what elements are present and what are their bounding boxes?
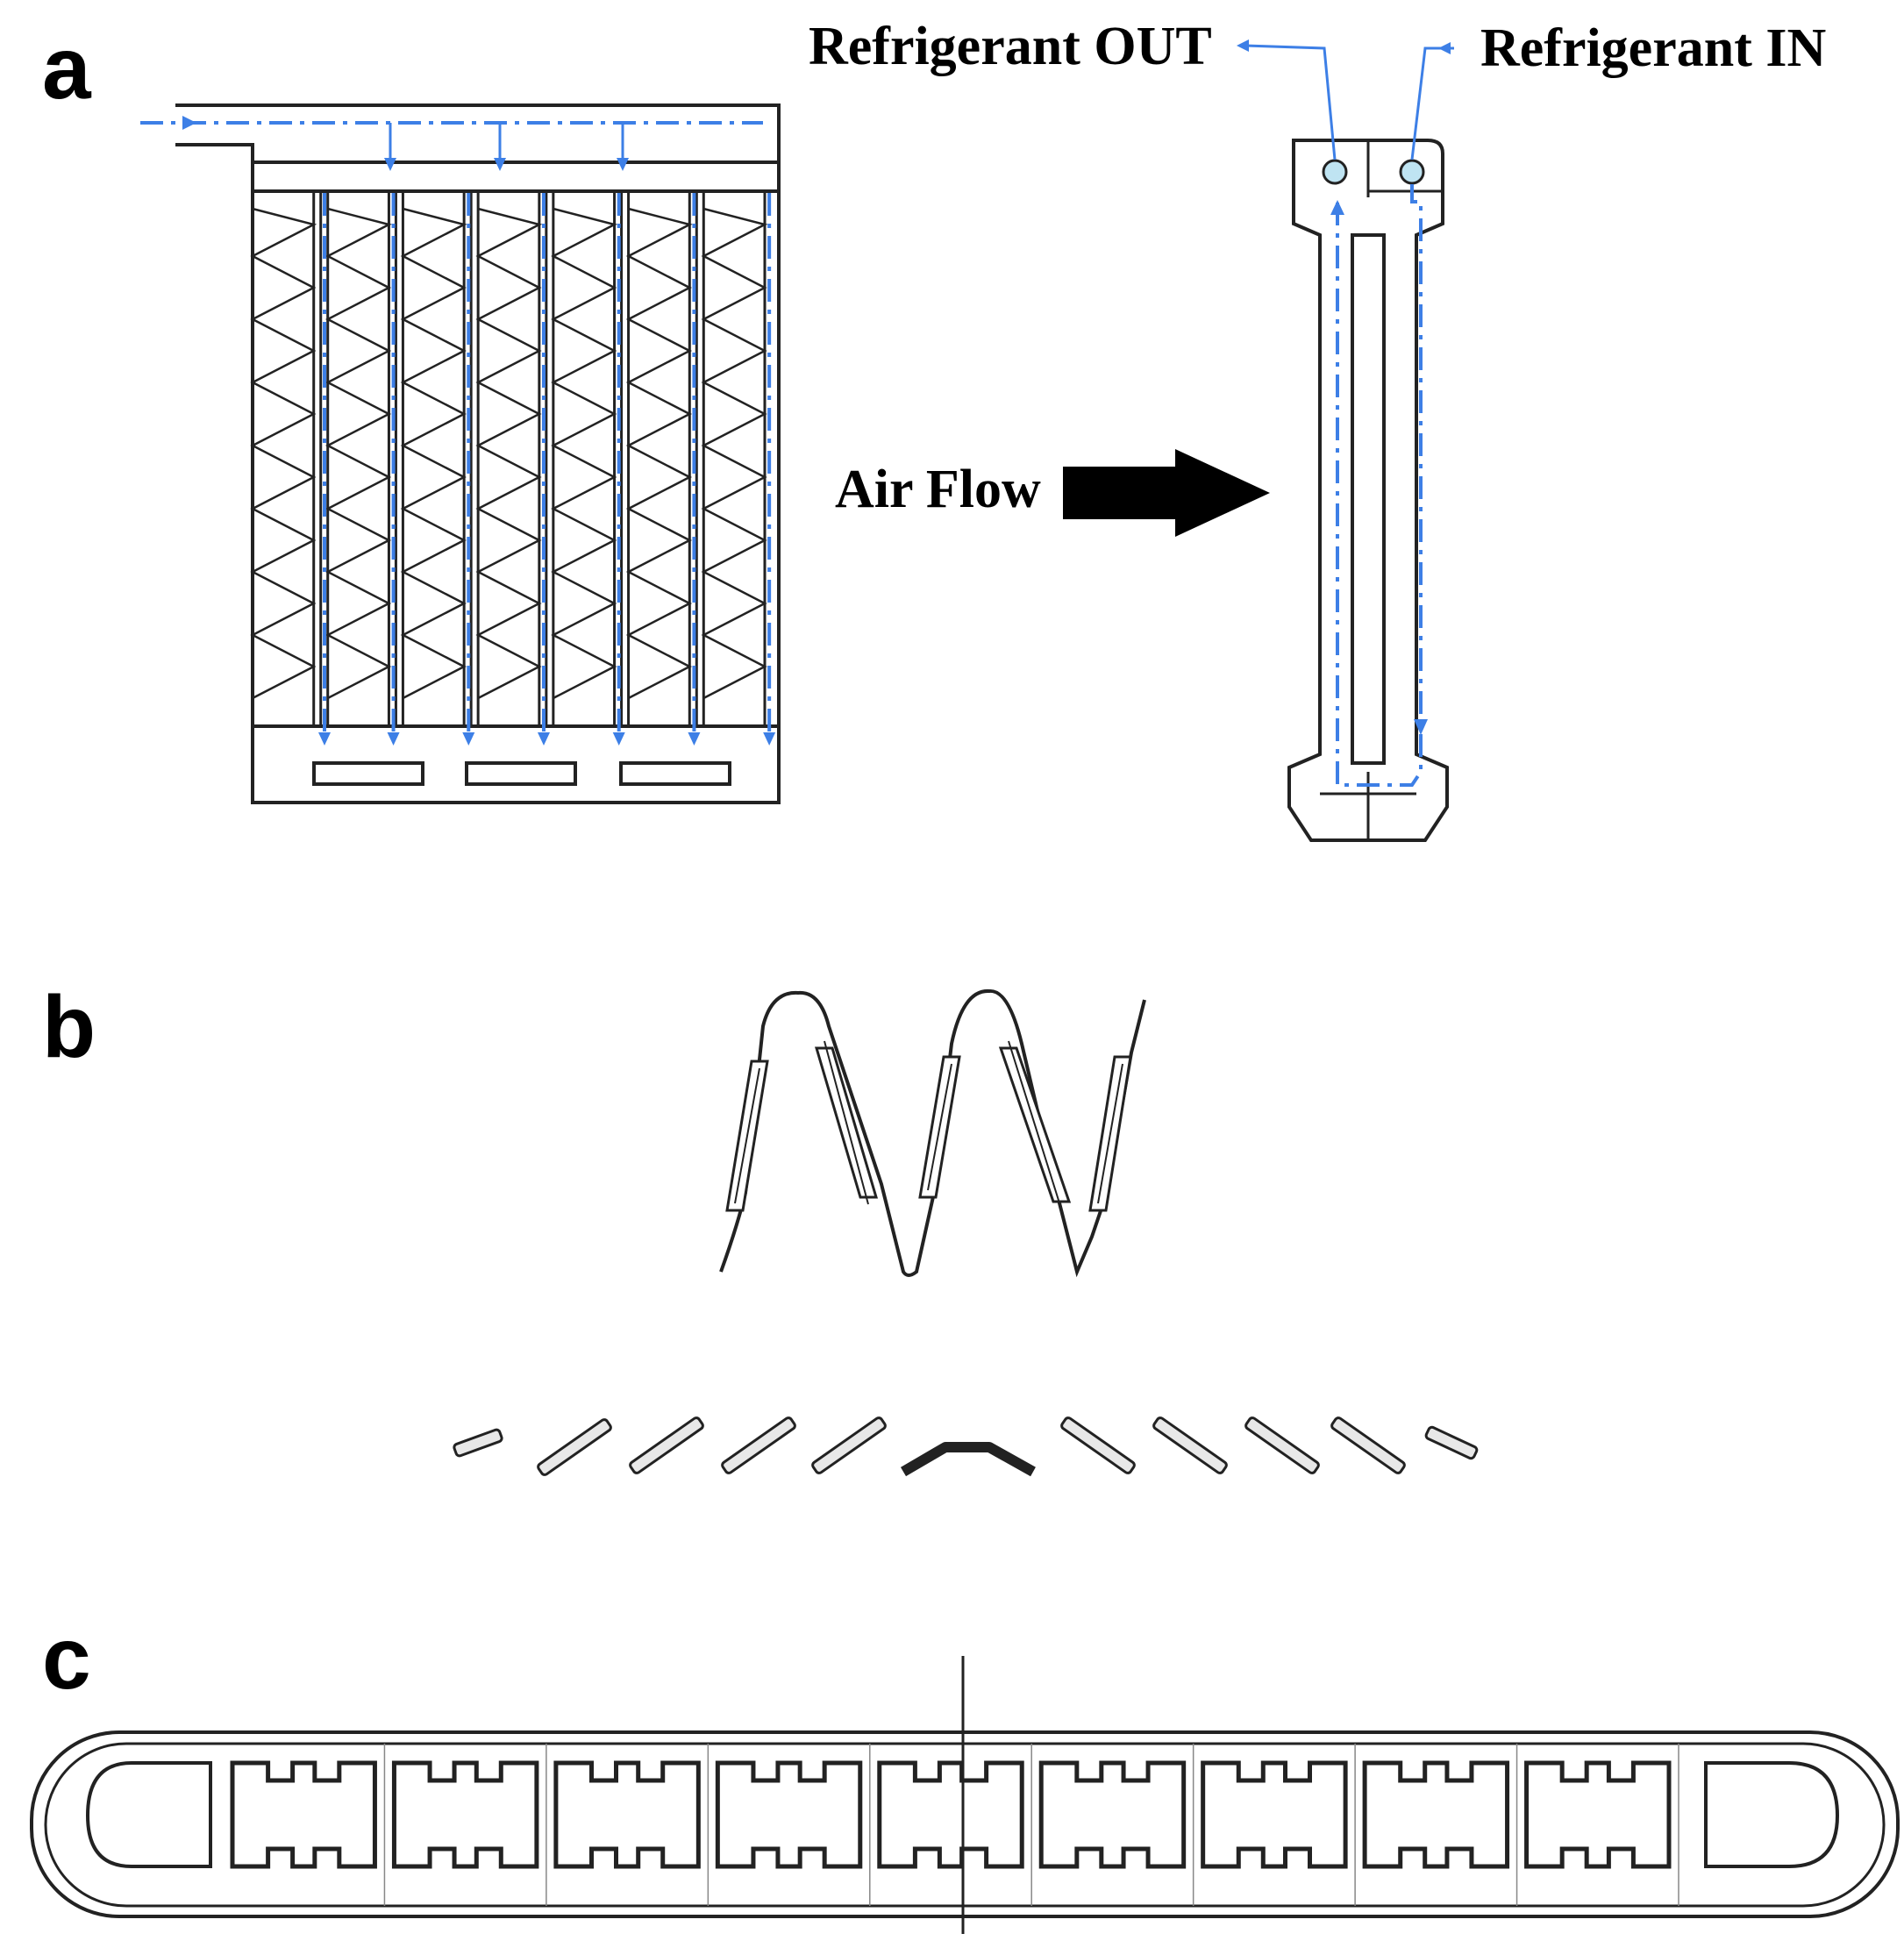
flow-arrowhead <box>612 732 625 746</box>
fin-column <box>251 189 316 728</box>
louver-slit <box>927 1063 952 1191</box>
louver-blade <box>721 1416 796 1474</box>
side-view-outline <box>1287 138 1449 842</box>
fin-column <box>552 189 617 728</box>
micro-port <box>1038 1760 1187 1869</box>
louver-blade <box>1330 1416 1406 1474</box>
louvered-fin <box>453 988 1479 1477</box>
fin-column <box>476 189 541 728</box>
louver-blade <box>811 1416 887 1474</box>
louver-blade <box>453 1428 503 1458</box>
side-flow-path <box>1336 184 1423 787</box>
fin-zigzag <box>475 207 543 700</box>
tube-inner-wall <box>44 1742 1886 1908</box>
louver-blade <box>1060 1416 1136 1474</box>
refrigerant-in-label: Refrigerant IN <box>1480 18 1826 78</box>
flow-arrowhead <box>387 732 400 746</box>
flow-arrowhead <box>763 732 776 746</box>
louver-blade <box>629 1416 704 1474</box>
fin-zigzag <box>701 207 768 700</box>
bottom-slot <box>619 761 731 786</box>
fin-zigzag <box>551 207 618 700</box>
fin-column <box>627 189 691 728</box>
inlet-port <box>1399 159 1425 185</box>
side-view-channel <box>1351 233 1386 765</box>
micro-port <box>391 1760 539 1869</box>
fin-zigzag <box>400 207 467 700</box>
end-louver-right <box>1424 1425 1479 1460</box>
tube-outer-wall <box>30 1730 1900 1918</box>
louver-blade <box>1244 1416 1320 1474</box>
flow-arrowhead <box>494 158 506 171</box>
louver-slit <box>1097 1063 1123 1204</box>
air-flow-label: Air Flow <box>835 460 1041 519</box>
micro-port <box>1201 1760 1348 1869</box>
bottom-slot <box>465 761 577 786</box>
panel-c-label: c <box>42 1609 91 1708</box>
micro-port <box>877 1760 1024 1869</box>
fin-zigzag <box>250 207 317 700</box>
fin-zigzag <box>625 207 693 700</box>
outlet-port <box>1322 159 1348 185</box>
louver-slit <box>1008 1040 1062 1209</box>
micro-port <box>1524 1760 1672 1869</box>
end-port-right <box>1704 1761 1840 1868</box>
evaporator-side-view <box>1237 39 1454 842</box>
louver-blade <box>721 1416 796 1474</box>
louver-blade <box>1152 1416 1228 1474</box>
micro-port <box>553 1760 701 1869</box>
panel-a-label: a <box>42 19 92 118</box>
fin-column <box>702 189 767 728</box>
end-louver-left <box>453 1428 503 1458</box>
fin-zigzag <box>324 207 392 700</box>
turnaround-louver <box>900 1442 1036 1477</box>
fin-louvers <box>725 1040 1132 1212</box>
louver-blade <box>537 1418 612 1476</box>
micro-port <box>1362 1760 1510 1869</box>
refrigerant-flow-lines <box>140 116 776 746</box>
flow-arrowhead <box>462 732 475 746</box>
louver-section <box>453 1416 1479 1477</box>
micro-ports <box>230 1744 1679 1906</box>
louver-blade <box>1060 1416 1136 1474</box>
louver-slit <box>824 1040 869 1205</box>
inlet-header <box>175 103 781 804</box>
tube-columns <box>250 189 768 728</box>
micro-port <box>230 1760 377 1869</box>
flow-arrowhead <box>538 732 550 746</box>
bottom-slot <box>312 761 424 786</box>
flow-arrowhead <box>384 158 396 171</box>
multiport-tube-section <box>30 1656 1900 1934</box>
louver-blade <box>629 1416 704 1474</box>
louver-blade <box>1330 1416 1406 1474</box>
louver-slit <box>734 1067 760 1204</box>
louver-blade <box>1424 1425 1479 1460</box>
end-port-left <box>85 1761 212 1868</box>
flow-arrowhead <box>318 732 331 746</box>
panel-b-label: b <box>42 978 96 1076</box>
louver-blade <box>1244 1416 1320 1474</box>
refrigerant-out-label: Refrigerant OUT <box>809 17 1212 76</box>
fin-column <box>326 189 390 728</box>
louver-blade <box>1152 1416 1228 1474</box>
evaporator-front-view <box>140 103 781 804</box>
louver-blade <box>537 1418 612 1476</box>
air-flow-arrow <box>1063 449 1270 537</box>
flow-arrowhead <box>617 158 629 171</box>
flow-arrowhead <box>182 116 196 130</box>
louver-blade <box>811 1416 887 1474</box>
micro-port <box>715 1760 863 1869</box>
fin-column <box>401 189 466 728</box>
flow-arrowhead <box>688 732 701 746</box>
fin-wave <box>719 988 1146 1278</box>
